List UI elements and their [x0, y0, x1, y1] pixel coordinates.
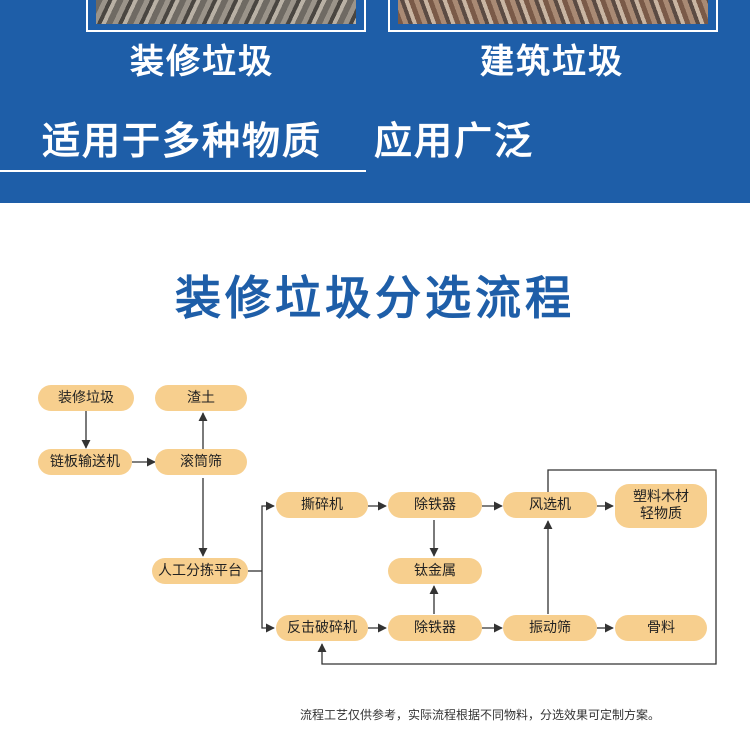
- top-banner: 装修垃圾 建筑垃圾 适用于多种物质 应用广泛: [0, 0, 750, 203]
- node-decoration-waste: 装修垃圾: [38, 385, 134, 411]
- right-photo-caption: 建筑垃圾: [480, 42, 624, 82]
- tagline-underline: [0, 170, 366, 172]
- decoration-waste-photo-frame: [86, 0, 366, 32]
- node-iron-remover-bottom: 除铁器: [388, 615, 482, 641]
- construction-waste-photo: [398, 0, 708, 24]
- node-chain-conveyor: 链板输送机: [38, 449, 132, 475]
- node-iron-remover-top: 除铁器: [388, 492, 482, 518]
- footnote: 流程工艺仅供参考，实际流程根据不同物料，分选效果可定制方案。: [300, 708, 661, 722]
- tagline-wide-application: 应用广泛: [374, 119, 535, 163]
- page-title: 装修垃圾分选流程: [175, 271, 575, 325]
- edge-branch-to-shredder: [261, 501, 275, 571]
- edge-air-loop-back: [317, 469, 717, 665]
- construction-waste-photo-frame: [388, 0, 718, 32]
- node-shredder: 撕碎机: [276, 492, 368, 518]
- node-vibrating-screen: 振动筛: [503, 615, 597, 641]
- node-air-separator: 风选机: [503, 492, 597, 518]
- edge-branch-to-crusher: [261, 571, 275, 633]
- node-manual-platform: 人工分拣平台: [152, 558, 248, 584]
- node-residue-soil: 渣土: [155, 385, 247, 411]
- left-photo-caption: 装修垃圾: [130, 42, 274, 82]
- decoration-waste-photo: [96, 0, 356, 24]
- node-impact-crusher: 反击破碎机: [276, 615, 368, 641]
- node-trommel: 滚筒筛: [155, 449, 247, 475]
- node-ti-metal: 钛金属: [388, 558, 482, 584]
- node-aggregate: 骨料: [615, 615, 707, 641]
- node-light-materials: 塑料木材 轻物质: [615, 484, 707, 528]
- tagline-multi-material: 适用于多种物质: [42, 119, 323, 163]
